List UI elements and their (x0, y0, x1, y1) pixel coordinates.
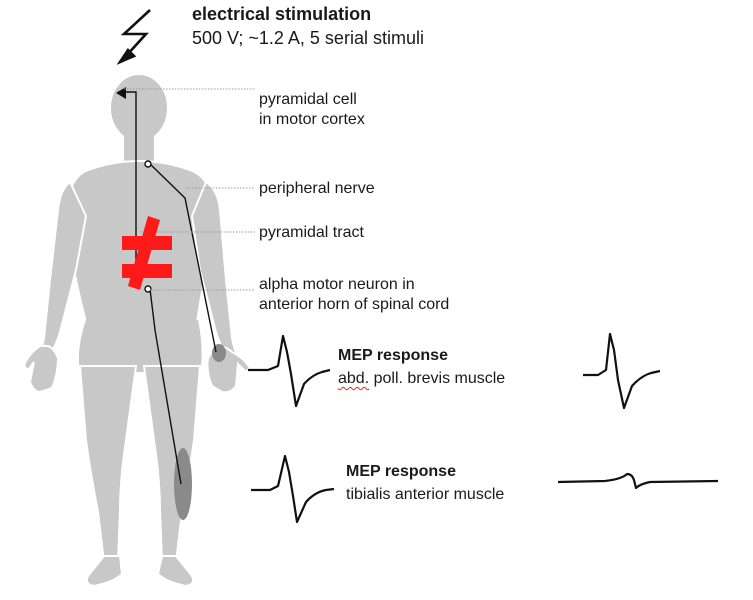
mep-trace-hand-normal (248, 334, 331, 408)
right-leg (142, 365, 202, 564)
stimulation-params: 500 V; ~1.2 A, 5 serial stimuli (192, 28, 424, 48)
mep-traces (248, 332, 719, 524)
label-alpha-motor-neuron-line1: alpha motor neuron in (259, 276, 415, 293)
label-peripheral-nerve: peripheral nerve (259, 180, 375, 197)
lightning-bolt-icon (116, 9, 151, 65)
left-leg (78, 365, 138, 564)
mep-hand-muscle: abd. poll. brevis muscle (338, 369, 505, 389)
pelvis (78, 320, 202, 372)
leg-nerve-path (149, 288, 182, 485)
mep-trace-hand-lesion (583, 332, 661, 410)
label-pyramidal-cell-line1: pyramidal cell (259, 91, 357, 108)
lumbar-synapse (144, 285, 152, 293)
mep-leg-title: MEP response (346, 463, 456, 480)
mep-hand-title: MEP response (338, 347, 448, 364)
hand-nerve-path (149, 163, 217, 353)
mep-hand-muscle-rest: poll. brevis muscle (369, 370, 506, 387)
label-pyramidal-cell-line2: in motor cortex (259, 111, 365, 128)
pyramidal-cell-marker (116, 87, 126, 99)
cervical-synapse (144, 160, 152, 168)
head (109, 73, 169, 143)
human-body-silhouette (22, 73, 252, 588)
right-foot (156, 555, 195, 588)
hand-muscle (212, 344, 226, 362)
label-alpha-motor-neuron-line2: anterior horn of spinal cord (259, 296, 450, 313)
stimulation-title: electrical stimulation (192, 4, 372, 24)
leader-lines (124, 88, 255, 291)
mep-trace-leg-normal (251, 454, 335, 524)
left-hand (22, 345, 60, 394)
mep-trace-leg-lesion (557, 472, 719, 490)
label-pyramidal-tract: pyramidal tract (259, 224, 364, 241)
left-foot (85, 555, 124, 588)
mep-hand-muscle-abbrev: abd. (338, 370, 370, 387)
right-arm (190, 180, 240, 360)
mep-leg-muscle: tibialis anterior muscle (346, 486, 505, 503)
not-equal-sign-icon (122, 216, 172, 290)
